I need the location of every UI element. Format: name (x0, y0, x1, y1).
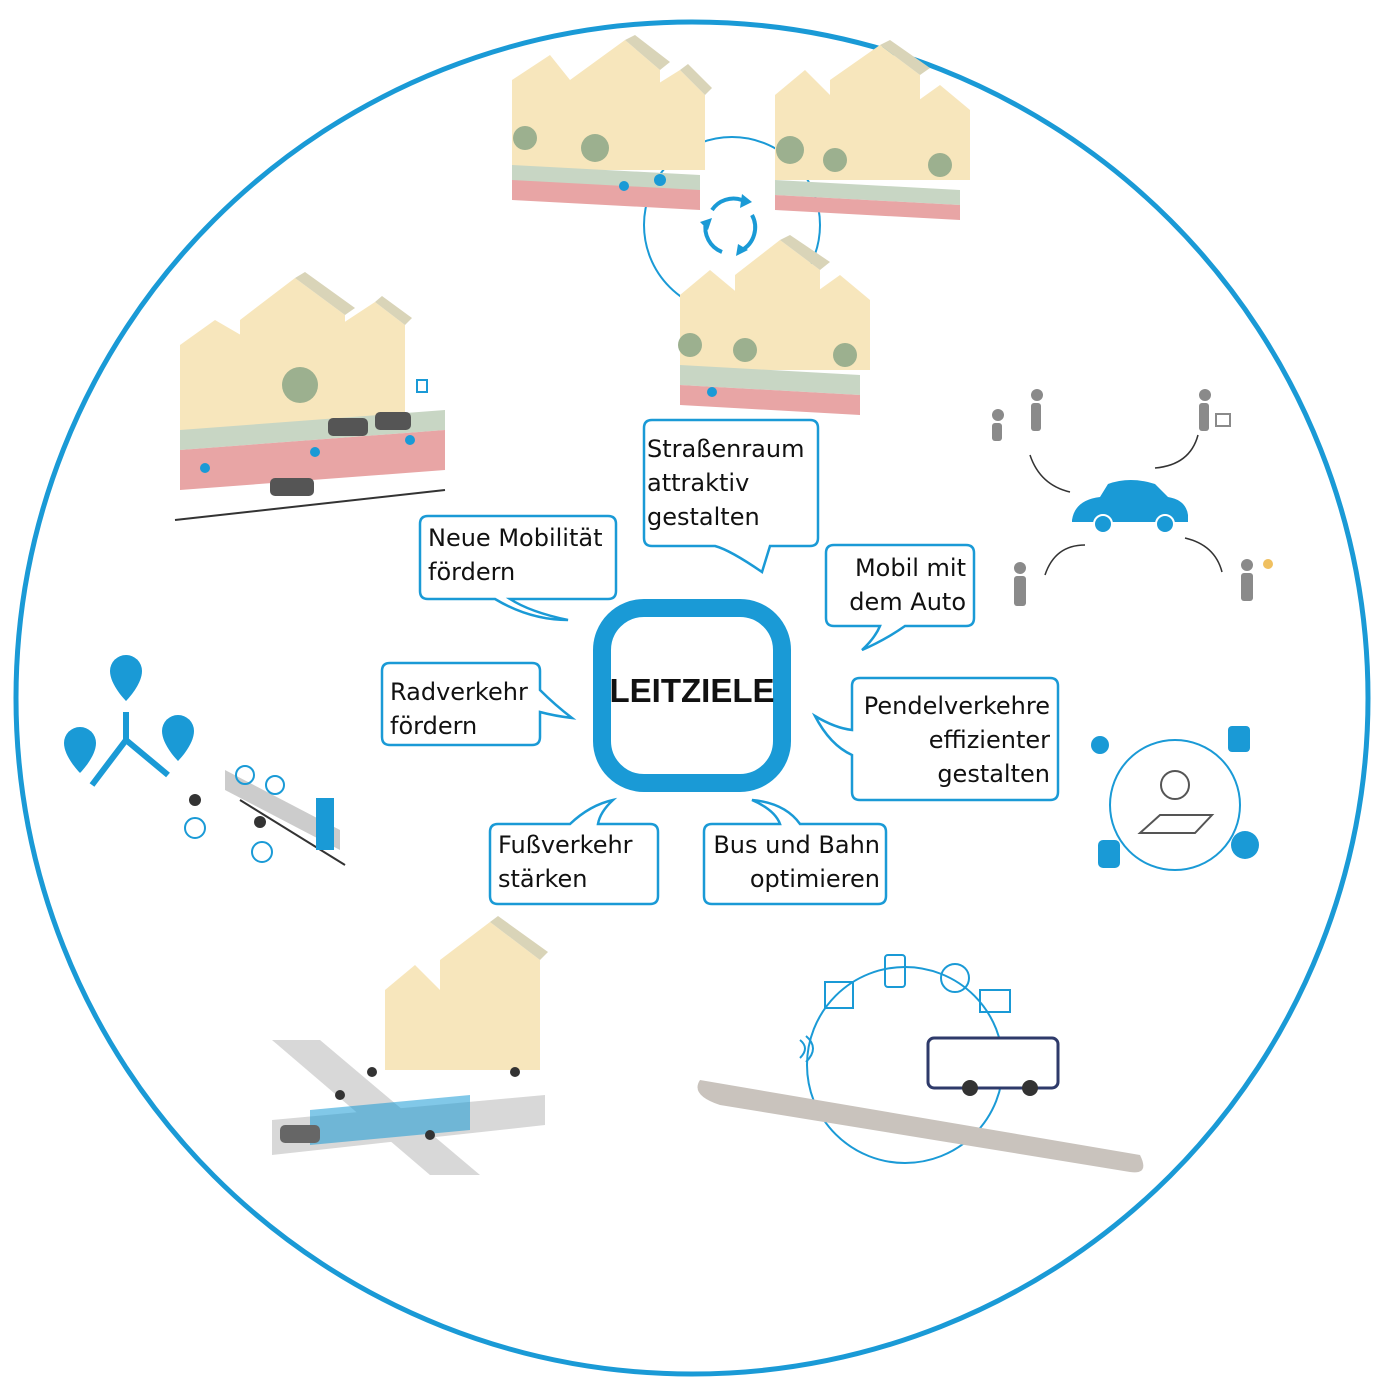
car-icon (1072, 480, 1188, 522)
wifi-icon (799, 1035, 814, 1063)
car-destinations-illustration (992, 389, 1273, 606)
bubble-radverkehr (380, 661, 577, 747)
bubble-bus-bahn (702, 798, 888, 906)
bubble-strassenraum (642, 418, 820, 574)
bubble-fussverkehr (488, 797, 660, 906)
cloud-icon (940, 963, 970, 993)
street-scene-top-right (775, 40, 970, 220)
ticket-icon (979, 989, 1011, 1013)
street-space-illustration (512, 35, 970, 415)
bubble-mobil-auto (824, 543, 976, 652)
carpool-icon (1231, 831, 1259, 859)
pedestrian-crossing-illustration (272, 916, 548, 1175)
person-business-icon (1014, 562, 1026, 606)
person-travel-icon (1241, 559, 1273, 601)
street-scene-top-left (512, 35, 712, 210)
bubble-pendelverkehre (811, 676, 1060, 802)
bike-sharing-illustration (64, 655, 346, 866)
person-running-icon (992, 409, 1004, 441)
person-flowers-icon (1031, 389, 1043, 431)
train-icon (1098, 840, 1120, 868)
train-body (697, 1080, 1144, 1173)
bus-icon (1228, 726, 1250, 752)
outer-circle (13, 19, 1371, 1377)
center-box (593, 599, 791, 792)
commuter-network-illustration (1091, 726, 1259, 871)
bus-body (926, 1036, 1060, 1090)
location-pin-icon (64, 655, 194, 773)
new-mobility-illustration (174, 272, 446, 521)
cycle-arrows-icon (700, 194, 758, 256)
smartphone-icon (884, 954, 906, 988)
bubble-neue-mobilitaet (418, 514, 618, 622)
person-shopping-icon (1199, 389, 1231, 431)
map-icon (824, 981, 854, 1009)
street-scene-bottom (678, 235, 870, 415)
public-transport-illustration (697, 954, 1144, 1173)
bike-share-icon (1091, 736, 1109, 754)
center-title: LEITZIELE (609, 672, 775, 709)
